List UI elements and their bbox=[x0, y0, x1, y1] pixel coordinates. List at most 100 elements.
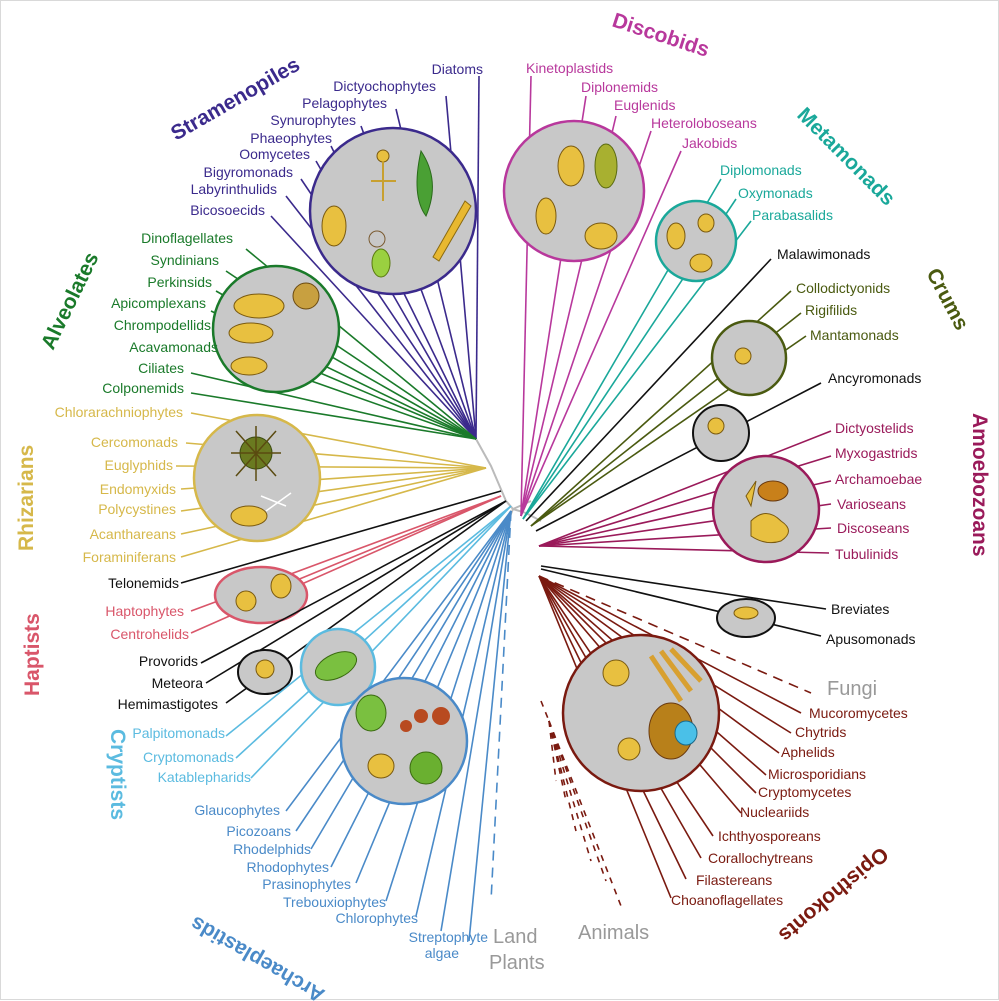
leaf-fungi: Fungi bbox=[827, 678, 877, 700]
leaf-jakobids: Jakobids bbox=[682, 135, 737, 151]
group-label-alveolates: Alveolates bbox=[37, 249, 104, 354]
leaf-animals: Animals bbox=[578, 922, 649, 944]
leaf-ciliates: Ciliates bbox=[138, 360, 184, 376]
leaf-provorids: Provorids bbox=[139, 653, 198, 669]
leaf-archamoebae: Archamoebae bbox=[835, 471, 922, 487]
rhizarians-illustration-circle bbox=[192, 413, 322, 543]
ancyromonads-illustration-circle bbox=[692, 404, 750, 462]
amoebozoans-organisms bbox=[745, 480, 789, 544]
leaf-streptophyte-line1: Streptophyte bbox=[409, 929, 489, 945]
leaf-phaeophytes: Phaeophytes bbox=[250, 130, 332, 146]
leaf-apicomplexans: Apicomplexans bbox=[111, 295, 206, 311]
leaf-oxymonads: Oxymonads bbox=[738, 185, 813, 201]
leaf-discoseans: Discoseans bbox=[837, 520, 909, 536]
leaf-polycystines: Polycystines bbox=[98, 501, 176, 517]
leaf-aphelids: Aphelids bbox=[781, 744, 835, 760]
outgroup-labels: Land Plants Animals Fungi bbox=[489, 678, 877, 974]
stramenopiles-organisms bbox=[321, 149, 472, 278]
leaf-euglenids: Euglenids bbox=[614, 97, 676, 113]
leaf-ancyromonads: Ancyromonads bbox=[828, 370, 921, 386]
ancyromonads-branch bbox=[535, 382, 822, 532]
amoebozoans-illustration-circle bbox=[711, 454, 821, 564]
leaf-euglyphids: Euglyphids bbox=[105, 457, 174, 473]
crums-organism bbox=[734, 347, 752, 365]
leaf-palpitomonads: Palpitomonads bbox=[132, 725, 225, 741]
leaf-meteora: Meteora bbox=[152, 675, 204, 691]
group-label-rhizarians: Rhizarians bbox=[15, 445, 38, 551]
leaf-cercomonads: Cercomonads bbox=[91, 434, 178, 450]
leaf-kinetoplastids: Kinetoplastids bbox=[526, 60, 613, 76]
malawimonads-branch bbox=[525, 258, 772, 522]
leaf-diplomonads: Diplomonads bbox=[720, 162, 802, 178]
leaf-collodictyonids: Collodictyonids bbox=[796, 280, 890, 296]
leaf-breviates: Breviates bbox=[831, 601, 889, 617]
leaf-myxogastrids: Myxogastrids bbox=[835, 445, 917, 461]
metamonads-illustration-circle bbox=[654, 199, 738, 283]
leaf-colponemids: Colponemids bbox=[102, 380, 184, 396]
leaf-diatoms: Diatoms bbox=[432, 61, 483, 77]
group-label-haptists: Haptists bbox=[21, 613, 44, 696]
alveolates-organisms bbox=[228, 282, 320, 376]
leaf-perkinsids: Perkinsids bbox=[147, 274, 212, 290]
leaf-pelagophytes: Pelagophytes bbox=[302, 95, 387, 111]
leaf-acavamonads: Acavamonads bbox=[129, 339, 218, 355]
leaf-tubulinids: Tubulinids bbox=[835, 546, 898, 562]
stramenopiles-illustration-circle bbox=[308, 126, 478, 296]
leaf-diplonemids: Diplonemids bbox=[581, 79, 658, 95]
discobids-illustration-circle bbox=[502, 119, 646, 263]
leaf-chlorarachniophytes: Chlorarachniophytes bbox=[55, 404, 183, 420]
apusomonads-branches bbox=[540, 565, 827, 637]
leaf-apusomonads: Apusomonads bbox=[826, 631, 916, 647]
leaf-mucoromycetes: Mucoromycetes bbox=[809, 705, 908, 721]
leaf-streptophyte-line2: algae bbox=[425, 945, 459, 961]
ancyromonads-organism bbox=[707, 417, 725, 435]
group-label-archaeplastids: Archaeplastids bbox=[187, 911, 329, 1001]
cryptists-branches bbox=[225, 505, 512, 779]
archaeplastids-organisms bbox=[355, 694, 450, 785]
leaf-parabasalids: Parabasalids bbox=[752, 207, 833, 223]
leaf-choanoflagellates: Choanoflagellates bbox=[671, 892, 783, 908]
leaf-foraminiferans: Foraminiferans bbox=[83, 549, 176, 565]
leaf-chytrids: Chytrids bbox=[795, 724, 846, 740]
leaf-hemimastigotes: Hemimastigotes bbox=[118, 696, 218, 712]
leaf-filastereans: Filastereans bbox=[696, 872, 772, 888]
leaf-rhodophytes: Rhodophytes bbox=[246, 859, 329, 875]
leaf-telonemids: Telonemids bbox=[108, 575, 179, 591]
leaf-picozoans: Picozoans bbox=[226, 823, 291, 839]
leaf-dictyostelids: Dictyostelids bbox=[835, 420, 914, 436]
opisthokonts-organisms bbox=[602, 647, 703, 761]
leaf-rigifilids: Rigifilids bbox=[805, 302, 857, 318]
leaf-ichthyosporeans: Ichthyosporeans bbox=[718, 828, 821, 844]
leaf-chrompodellids: Chrompodellids bbox=[114, 317, 211, 333]
group-label-amoebozoans: Amoebozoans bbox=[968, 413, 991, 557]
leaf-dinoflagellates: Dinoflagellates bbox=[141, 230, 233, 246]
provorids-organism bbox=[255, 659, 275, 679]
cryptists-organisms bbox=[314, 651, 358, 681]
leaf-katablepharids: Katablepharids bbox=[158, 769, 251, 785]
leaf-labels-right: Kinetoplastids Diplonemids Euglenids Het… bbox=[526, 60, 922, 908]
leaf-varioseans: Varioseans bbox=[837, 496, 906, 512]
haptists-organisms bbox=[235, 573, 292, 612]
group-label-crums: Crums bbox=[922, 265, 974, 335]
leaf-cryptomycetes: Cryptomycetes bbox=[758, 784, 851, 800]
leaf-malawimonads: Malawimonads bbox=[777, 246, 870, 262]
rhizarians-organisms bbox=[230, 426, 292, 527]
leaf-heteroloboseans: Heteroloboseans bbox=[651, 115, 757, 131]
leaf-acanthareans: Acanthareans bbox=[90, 526, 176, 542]
leaf-chlorophytes: Chlorophytes bbox=[336, 910, 419, 926]
group-label-cryptists: Cryptists bbox=[106, 729, 129, 820]
leaf-land-plants-line1: Land bbox=[493, 926, 538, 948]
leaf-cryptomonads: Cryptomonads bbox=[143, 749, 234, 765]
leaf-haptophytes: Haptophytes bbox=[105, 603, 184, 619]
archaeplastids-illustration-circle bbox=[339, 676, 469, 806]
leaf-trebouxiophytes: Trebouxiophytes bbox=[283, 894, 386, 910]
discobids-organisms bbox=[535, 143, 618, 250]
leaf-syndinians: Syndinians bbox=[151, 252, 220, 268]
leaf-bicosoecids: Bicosoecids bbox=[190, 202, 265, 218]
leaf-microsporidians: Microsporidians bbox=[768, 766, 866, 782]
leaf-nucleariids: Nucleariids bbox=[740, 804, 809, 820]
telonemids-branch bbox=[180, 490, 502, 584]
leaf-mantamonads: Mantamonads bbox=[810, 327, 899, 343]
